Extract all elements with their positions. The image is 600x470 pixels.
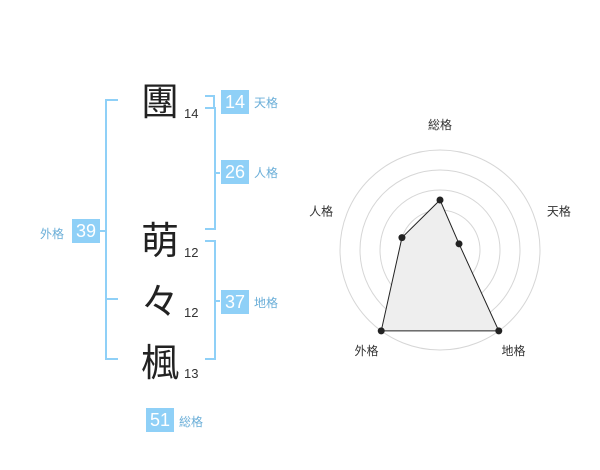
chikaku-label: 地格 xyxy=(254,296,279,310)
jinkaku-tick xyxy=(214,172,220,174)
radar-points xyxy=(377,196,503,335)
radar-point-3 xyxy=(495,327,503,335)
gaikaku-badge: 39 xyxy=(72,219,100,243)
radar-axis-label-2: 天格 xyxy=(547,203,571,218)
radar-ring xyxy=(339,149,541,351)
radar-point-4 xyxy=(377,327,385,335)
tenkaku-label: 天格 xyxy=(254,96,279,110)
radar-point-5 xyxy=(398,234,406,242)
tenkaku-bracket xyxy=(205,95,215,107)
radar-axis-label-4: 外格 xyxy=(355,343,379,358)
radar-point-1 xyxy=(436,196,444,204)
name-char-1: 團 xyxy=(141,80,180,124)
chikaku-tick xyxy=(214,300,220,302)
gaikaku-bracket xyxy=(105,99,118,360)
radar-axis-label-3: 地格 xyxy=(501,343,525,358)
radar-axis-label-1: 総格 xyxy=(428,117,452,132)
soukaku-label: 総格 xyxy=(179,415,204,429)
stroke-count-1: 14 xyxy=(184,106,199,121)
chikaku-badge: 37 xyxy=(221,290,249,314)
tenkaku-badge: 14 xyxy=(221,90,249,114)
radar-point-2 xyxy=(455,240,463,248)
radar-polygon xyxy=(380,199,500,332)
stroke-count-2: 12 xyxy=(184,245,199,260)
name-char-4: 楓 xyxy=(141,341,180,385)
soukaku-badge: 51 xyxy=(146,408,174,432)
gaikaku-mid-tick xyxy=(105,298,118,300)
jinkaku-bracket xyxy=(205,107,216,230)
stroke-count-3: 12 xyxy=(184,305,199,320)
gaikaku-tick xyxy=(98,230,106,232)
jinkaku-label: 人格 xyxy=(254,166,279,180)
radar-axis-label-5: 人格 xyxy=(309,203,333,218)
stroke-count-4: 13 xyxy=(184,366,199,381)
gaikaku-label: 外格 xyxy=(40,227,65,241)
name-char-3: 々 xyxy=(141,280,180,324)
name-char-2: 萌 xyxy=(141,219,180,263)
jinkaku-badge: 26 xyxy=(221,160,249,184)
